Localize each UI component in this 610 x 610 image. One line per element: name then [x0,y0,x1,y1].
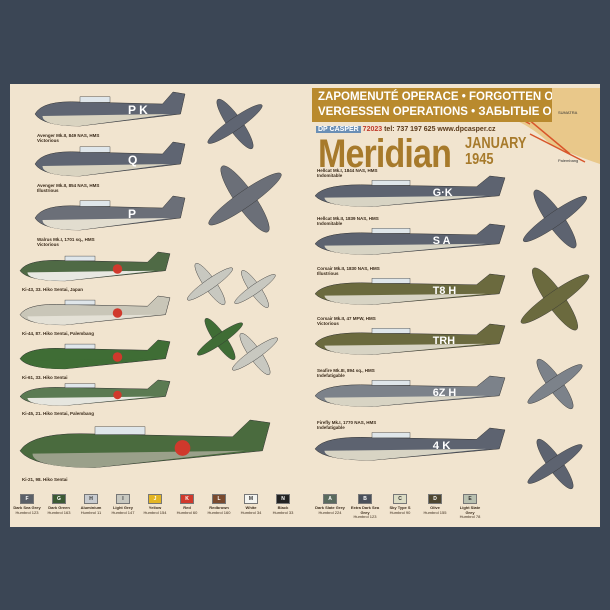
right-profile-4-underside [324,343,486,355]
right-profile-3-underside [324,293,486,305]
right-profile-1-underside [324,195,486,207]
left-profile-8-hinomaru [174,440,191,456]
left-profile-8-underside [32,450,245,468]
header-band: ZAPOMENUTÉ OPERACE • FORGOTTEN OPERATION… [312,88,552,122]
left-profile-7-hinomaru [113,390,122,400]
right-profile-6-code: 4 K [433,440,451,452]
date-year: 1945 [465,151,494,168]
right-top-view-2-wing [520,274,590,324]
left-profile-6-underside [27,358,155,369]
header-line-1: ZAPOMENUTÉ OPERACE • FORGOTTEN OPERATION… [318,91,552,103]
right-profile-6-canopy [371,432,411,439]
decal-sheet: SUMATRA Palembang P K Q P G·K S A T8 H TRH 6Z H 4 … [10,84,600,527]
left-profile-1-canopy [79,96,111,103]
left-profile-5-canopy [64,299,96,306]
left-profile-7-canopy [64,383,96,389]
right-profile-3-canopy [371,278,411,284]
left-top-view-2-wing [208,172,282,226]
header-line-2: VERGESSEN OPERATIONS • ЗАБЫТЫЕ ОПЕРАЦИИ [318,106,552,118]
contact: tel: 737 197 625 www.dpcasper.cz [384,126,496,133]
right-profile-5-canopy [371,380,411,386]
left-top-view-1-wing [207,104,263,144]
right-top-view-4-wing [527,444,583,484]
title: Meridian [318,132,452,176]
date: JANUARY 1945 [465,136,526,168]
right-profile-6-underside [324,448,486,461]
left-top-view-5-wing [197,322,243,356]
left-profile-2-canopy [79,146,111,153]
left-profile-3-code: P [128,207,136,221]
right-profile-1-code: G·K [433,187,453,199]
map-label: SUMATRA [558,110,578,115]
right-profile-5-code: 6Z H [433,387,457,399]
right-profile-4-code: TRH [433,335,455,347]
right-top-view-3-wing [527,364,583,404]
left-profile-4-canopy [64,255,96,262]
left-profile-4-underside [27,270,155,281]
left-profile-5-hinomaru [112,308,123,318]
right-profile-2-underside [324,243,486,255]
left-top-view-4-wing [234,274,276,304]
product-code: 72023 [362,126,383,133]
left-profile-3-underside [42,218,170,230]
left-profile-1-code: P K [128,103,148,117]
map-label: Palembang [558,158,578,163]
right-profile-2-canopy [371,228,411,234]
right-profile-1-canopy [371,180,411,186]
brand: DP CASPER [316,126,361,133]
left-profile-6-canopy [64,343,96,350]
left-top-view-3-wing [187,267,233,301]
publisher-line: DP CASPER 72023 tel: 737 197 625 www.dpc… [316,126,496,133]
left-profile-3-canopy [79,200,111,207]
left-profile-5-underside [27,314,155,325]
right-top-view-1-wing [523,195,587,243]
left-top-view-6-wing [232,337,278,371]
right-profile-2-code: S A [433,235,451,247]
left-profile-6-hinomaru [112,352,123,362]
right-profile-4-canopy [371,328,411,334]
artwork: SUMATRA Palembang P K Q P G·K S A T8 H TRH 6Z H 4 … [19,88,600,490]
right-profile-5-underside [324,395,486,407]
left-profile-4-hinomaru [112,264,123,274]
left-profile-1-underside [42,114,170,126]
left-profile-8-canopy [94,426,146,435]
left-profile-7-underside [27,396,155,406]
date-month: JANUARY [465,135,527,152]
left-profile-2-underside [42,164,170,176]
left-profile-2-code: Q [128,153,137,167]
right-profile-3-code: T8 H [433,285,457,297]
